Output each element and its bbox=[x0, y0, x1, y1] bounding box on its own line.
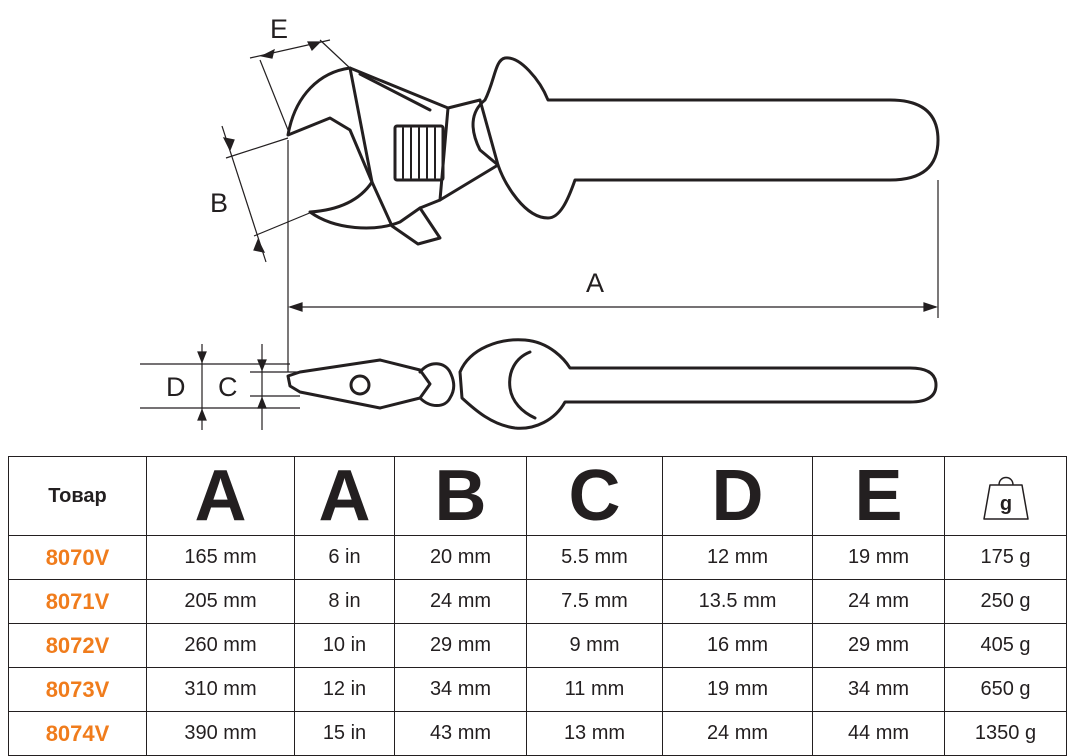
spec-table: Товар A A B C D E g 8070V 165 mm 6 in 20… bbox=[8, 456, 1067, 756]
cell-weight: 250 g bbox=[944, 579, 1067, 624]
cell-b: 34 mm bbox=[394, 667, 527, 712]
cell-e: 34 mm bbox=[812, 667, 945, 712]
product-code: 8071V bbox=[8, 579, 147, 624]
cell-e: 24 mm bbox=[812, 579, 945, 624]
header-e: E bbox=[812, 456, 945, 536]
dimension-label-e: E bbox=[270, 14, 288, 44]
cell-c: 13 mm bbox=[526, 711, 663, 756]
cell-b: 43 mm bbox=[394, 711, 527, 756]
cell-e: 29 mm bbox=[812, 623, 945, 668]
cell-d: 12 mm bbox=[662, 535, 813, 580]
cell-a-mm: 165 mm bbox=[146, 535, 295, 580]
cell-c: 5.5 mm bbox=[526, 535, 663, 580]
cell-weight: 175 g bbox=[944, 535, 1067, 580]
cell-a-mm: 260 mm bbox=[146, 623, 295, 668]
dimension-label-d: D bbox=[166, 372, 186, 402]
table-row: 8072V 260 mm 10 in 29 mm 9 mm 16 mm 29 m… bbox=[8, 623, 1067, 668]
dimension-label-a: A bbox=[586, 268, 604, 298]
cell-e: 44 mm bbox=[812, 711, 945, 756]
cell-weight: 650 g bbox=[944, 667, 1067, 712]
weight-icon: g bbox=[982, 476, 1029, 520]
table-row: 8070V 165 mm 6 in 20 mm 5.5 mm 12 mm 19 … bbox=[8, 535, 1067, 580]
header-d: D bbox=[662, 456, 813, 536]
cell-a-mm: 390 mm bbox=[146, 711, 295, 756]
header-b: B bbox=[394, 456, 527, 536]
header-a-in: A bbox=[294, 456, 395, 536]
cell-d: 13.5 mm bbox=[662, 579, 813, 624]
cell-c: 11 mm bbox=[526, 667, 663, 712]
header-product: Товар bbox=[8, 456, 147, 536]
product-code: 8074V bbox=[8, 711, 147, 756]
cell-weight: 1350 g bbox=[944, 711, 1067, 756]
cell-a-in: 12 in bbox=[294, 667, 395, 712]
cell-d: 16 mm bbox=[662, 623, 813, 668]
cell-c: 7.5 mm bbox=[526, 579, 663, 624]
cell-d: 24 mm bbox=[662, 711, 813, 756]
header-a-mm: A bbox=[146, 456, 295, 536]
cell-c: 9 mm bbox=[526, 623, 663, 668]
product-code: 8070V bbox=[8, 535, 147, 580]
table-row: 8071V 205 mm 8 in 24 mm 7.5 mm 13.5 mm 2… bbox=[8, 579, 1067, 624]
dimension-label-c: C bbox=[218, 372, 238, 402]
header-weight: g bbox=[944, 456, 1067, 536]
cell-a-in: 15 in bbox=[294, 711, 395, 756]
cell-a-in: 8 in bbox=[294, 579, 395, 624]
table-row: 8073V 310 mm 12 in 34 mm 11 mm 19 mm 34 … bbox=[8, 667, 1067, 712]
wrench-side-view bbox=[286, 56, 940, 246]
wrench-diagram: A B E C D bbox=[140, 14, 940, 430]
header-c: C bbox=[526, 456, 663, 536]
table-row: 8074V 390 mm 15 in 43 mm 13 mm 24 mm 44 … bbox=[8, 711, 1067, 756]
cell-a-mm: 310 mm bbox=[146, 667, 295, 712]
product-code: 8073V bbox=[8, 667, 147, 712]
wrench-top-view bbox=[286, 338, 938, 430]
cell-weight: 405 g bbox=[944, 623, 1067, 668]
cell-b: 29 mm bbox=[394, 623, 527, 668]
cell-b: 20 mm bbox=[394, 535, 527, 580]
cell-e: 19 mm bbox=[812, 535, 945, 580]
cell-a-mm: 205 mm bbox=[146, 579, 295, 624]
table-header-row: Товар A A B C D E g bbox=[8, 456, 1067, 536]
dimension-label-b: B bbox=[210, 188, 228, 218]
cell-a-in: 6 in bbox=[294, 535, 395, 580]
dimension-lines bbox=[140, 39, 939, 430]
cell-a-in: 10 in bbox=[294, 623, 395, 668]
cell-b: 24 mm bbox=[394, 579, 527, 624]
cell-d: 19 mm bbox=[662, 667, 813, 712]
svg-text:g: g bbox=[999, 493, 1011, 515]
product-code: 8072V bbox=[8, 623, 147, 668]
